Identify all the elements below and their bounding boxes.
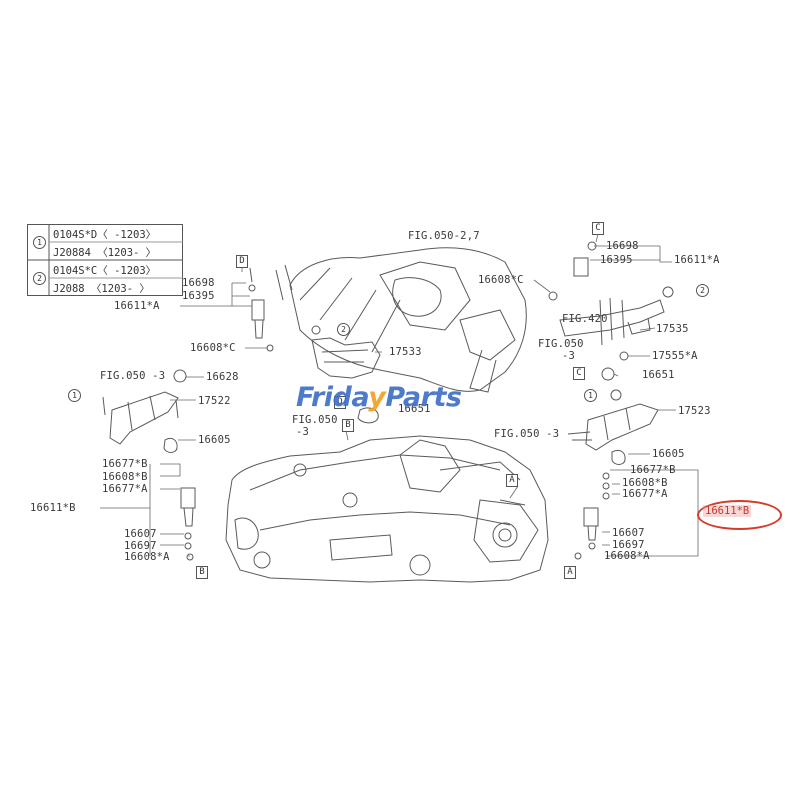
label-16608b-left: 16608*B: [102, 471, 148, 483]
label-16607-right: 16607: [612, 527, 645, 539]
label-16611a-right: 16611*A: [674, 254, 720, 266]
label-16611a-left: 16611*A: [114, 300, 160, 312]
callout-box-c-top: C: [592, 222, 604, 235]
label-16611b-left: 16611*B: [30, 502, 76, 514]
label-16608a-right: 16608*A: [604, 550, 650, 562]
label-16608c-right: 16608*C: [478, 274, 524, 286]
legend-row2-line2: J2088 〈1203- 〉: [53, 283, 150, 295]
callout-box-a-center: A: [506, 474, 518, 487]
label-16677b-right: 16677*B: [630, 464, 676, 476]
label-16608a-left: 16608*A: [124, 551, 170, 563]
label-fig-left: FIG.050 -3: [100, 370, 166, 382]
label-fig-right2: FIG.050: [538, 338, 584, 350]
label-16698-right: 16698: [606, 240, 639, 252]
callout-box-d-center: D: [334, 396, 346, 409]
callout-box-a-right: A: [564, 566, 576, 579]
label-16651-center: 16651: [398, 403, 431, 415]
label-17535: 17535: [656, 323, 689, 335]
label-fig-center-b: -3: [296, 426, 310, 438]
label-16607-left: 16607: [124, 528, 157, 540]
label-fig-top: FIG.050-2,7: [408, 230, 480, 242]
legend-table: 1 2 0104S*D〈 -1203〉 J20884 〈1203- 〉 0104…: [27, 224, 327, 296]
label-16677a-left: 16677*A: [102, 483, 148, 495]
label-17523: 17523: [678, 405, 711, 417]
watermark-logo: FridayParts: [296, 382, 462, 413]
legend-marker-1: 1: [33, 236, 46, 249]
callout-circle-2-center: 2: [337, 323, 350, 336]
label-16608c-left: 16608*C: [190, 342, 236, 354]
label-16608b-right: 16608*B: [622, 477, 668, 489]
label-fig-right3: FIG.050 -3: [494, 428, 560, 440]
label-16698-left: 16698: [182, 277, 215, 289]
legend-row2-line1: 0104S*C〈 -1203〉: [53, 265, 157, 277]
label-16628: 16628: [206, 371, 239, 383]
legend-row1-line1: 0104S*D〈 -1203〉: [53, 229, 157, 241]
label-16605-right: 16605: [652, 448, 685, 460]
legend-marker-2: 2: [33, 272, 46, 285]
callout-box-b-center: B: [342, 419, 354, 432]
label-16697-right: 16697: [612, 539, 645, 551]
callout-circle-1-left: 1: [68, 389, 81, 402]
highlight-ellipse: [697, 500, 782, 530]
label-16395-right: 16395: [600, 254, 633, 266]
label-16395-left: 16395: [182, 290, 215, 302]
callout-box-c-mid: C: [573, 367, 585, 380]
callout-box-b-left: B: [196, 566, 208, 579]
label-16605-left: 16605: [198, 434, 231, 446]
label-16651-right: 16651: [642, 369, 675, 381]
callout-circle-2-right: 2: [696, 284, 709, 297]
highlight-part-label: 16611*B: [703, 505, 752, 517]
callout-box-d-left: D: [236, 255, 248, 268]
legend-grid: [27, 224, 183, 296]
label-17555a: 17555*A: [652, 350, 698, 362]
callout-circle-1-right: 1: [584, 389, 597, 402]
label-16697-left: 16697: [124, 540, 157, 552]
legend-row1-line2: J20884 〈1203- 〉: [53, 247, 157, 259]
label-fig-center: FIG.050: [292, 414, 338, 426]
label-fig-420: FIG.420: [562, 313, 608, 325]
label-fig-right2-b: -3: [562, 350, 576, 362]
label-16677a-right: 16677*A: [622, 488, 668, 500]
label-17522: 17522: [198, 395, 231, 407]
label-17533: 17533: [389, 346, 422, 358]
label-16677b-left: 16677*B: [102, 458, 148, 470]
